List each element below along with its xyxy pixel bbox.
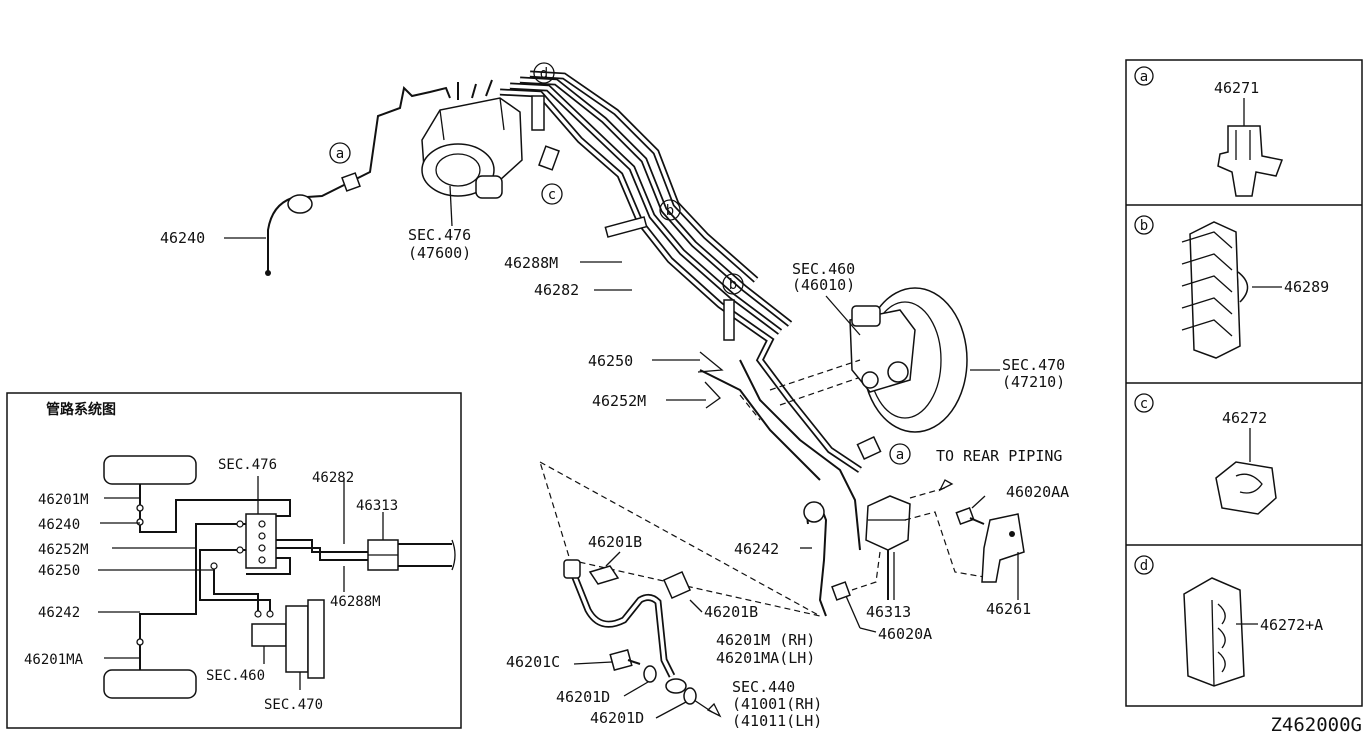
washer-46201D-2 [683, 687, 697, 705]
proportioning-valve-46313 [865, 495, 911, 600]
parts-panel: a 46271 b 46289 c 46272 [1125, 59, 1363, 707]
inset-label-46288M: 46288M [330, 594, 381, 610]
front-wheel [103, 455, 197, 485]
bracket-46261 [981, 513, 1025, 600]
brake-booster [849, 287, 968, 433]
label-sec476: SEC.476 [408, 226, 471, 244]
label-41011: (41011(LH) [732, 712, 822, 730]
svg-text:d: d [540, 66, 548, 82]
label-sec440: SEC.440 [732, 678, 795, 696]
label-46201D-2: 46201D [590, 709, 644, 727]
inset-label-46240: 46240 [38, 517, 80, 533]
label-sec476-sub: (47600) [408, 244, 471, 262]
clip-b-2 [723, 299, 735, 341]
panel-a-clip-46271: a 46271 [1134, 66, 1284, 197]
label-sec470: SEC.470 [1002, 356, 1065, 374]
svg-text:b: b [666, 203, 674, 219]
label-46201D-1: 46201D [556, 688, 610, 706]
label-46242: 46242 [734, 540, 779, 558]
inset-label-46252M: 46252M [38, 542, 89, 558]
part-46272A: 46272+A [1260, 616, 1323, 634]
label-46201MA-lh: 46201MA(LH) [716, 649, 815, 667]
part-46271: 46271 [1214, 79, 1259, 97]
label-sec470-sub: (47210) [1002, 373, 1065, 391]
label-46201M-rh: 46201M (RH) [716, 631, 815, 649]
label-46252M: 46252M [592, 392, 646, 410]
label-sec460-sub: (46010) [792, 276, 855, 294]
brake-hose-46201M [563, 559, 722, 718]
piping-system-inset: 管路系统图 [6, 392, 462, 729]
svg-text:c: c [1140, 396, 1148, 412]
bolt-46201C [609, 649, 633, 671]
marker-a-main: a [329, 142, 351, 164]
clip-46201B-1 [588, 565, 620, 585]
label-46020A: 46020A [878, 625, 932, 643]
washer-46201D-1 [643, 665, 657, 683]
label-46201B-top: 46201B [588, 533, 642, 551]
label-to-rear-piping: TO REAR PIPING [936, 447, 1062, 465]
diagram-code: Z462000G [1270, 714, 1362, 736]
inset-label-sec476: SEC.476 [218, 457, 277, 473]
abs-actuator [421, 79, 523, 199]
clip-c [538, 145, 560, 171]
inset-label-46313: 46313 [356, 498, 398, 514]
label-46250: 46250 [588, 352, 633, 370]
inset-label-sec470: SEC.470 [264, 697, 323, 713]
inset-label-46201MA: 46201MA [24, 652, 84, 668]
label-46201B-side: 46201B [704, 603, 758, 621]
label-46282: 46282 [534, 281, 579, 299]
marker-c-main: c [541, 183, 563, 205]
label-46240: 46240 [160, 229, 205, 247]
marker-b-main-2: b [722, 273, 744, 295]
inset-label-46282: 46282 [312, 470, 354, 486]
clip-d [531, 95, 545, 131]
marker-b-main-1: b [659, 199, 681, 221]
svg-text:b: b [1140, 218, 1148, 234]
label-46261: 46261 [986, 600, 1031, 618]
bolt-46020AA [955, 495, 986, 525]
panel-d-clip-46272A: d 46272+A [1134, 555, 1323, 687]
marker-d-main: d [533, 62, 555, 84]
main-drawing: a d c b b a 46240 SEC.476 (47600) 46288M… [160, 62, 1069, 730]
svg-text:a: a [1140, 69, 1148, 85]
inset-label-46201M: 46201M [38, 492, 89, 508]
label-sec460: SEC.460 [792, 260, 855, 278]
label-46201C: 46201C [506, 653, 560, 671]
inset-master-cylinder [251, 623, 287, 647]
bolt-46020A [831, 581, 877, 633]
part-46289: 46289 [1284, 278, 1329, 296]
svg-text:c: c [548, 187, 556, 203]
svg-text:b: b [729, 277, 737, 293]
label-46020AA: 46020AA [1006, 483, 1069, 501]
clip-a-1 [341, 172, 361, 192]
svg-text:d: d [1140, 558, 1148, 574]
marker-a-main-2: a [889, 443, 911, 465]
part-46272: 46272 [1222, 409, 1267, 427]
label-46313: 46313 [866, 603, 911, 621]
clip-46201B-2 [663, 571, 691, 599]
inset-label-46250: 46250 [38, 563, 80, 579]
inset-title: 管路系统图 [46, 401, 116, 418]
grommet-46240 [287, 194, 313, 214]
inset-label-46242: 46242 [38, 605, 80, 621]
svg-text:a: a [336, 146, 344, 162]
panel-c-clip-46272: c 46272 [1134, 393, 1277, 515]
label-46288M: 46288M [504, 254, 558, 272]
inset-booster [285, 605, 309, 673]
clip-b-1 [604, 216, 648, 238]
svg-text:a: a [896, 447, 904, 463]
inset-label-sec460: SEC.460 [206, 668, 265, 684]
label-41001: (41001(RH) [732, 695, 822, 713]
rear-wheel [103, 669, 197, 699]
panel-b-clip-46289: b 46289 [1134, 215, 1329, 359]
